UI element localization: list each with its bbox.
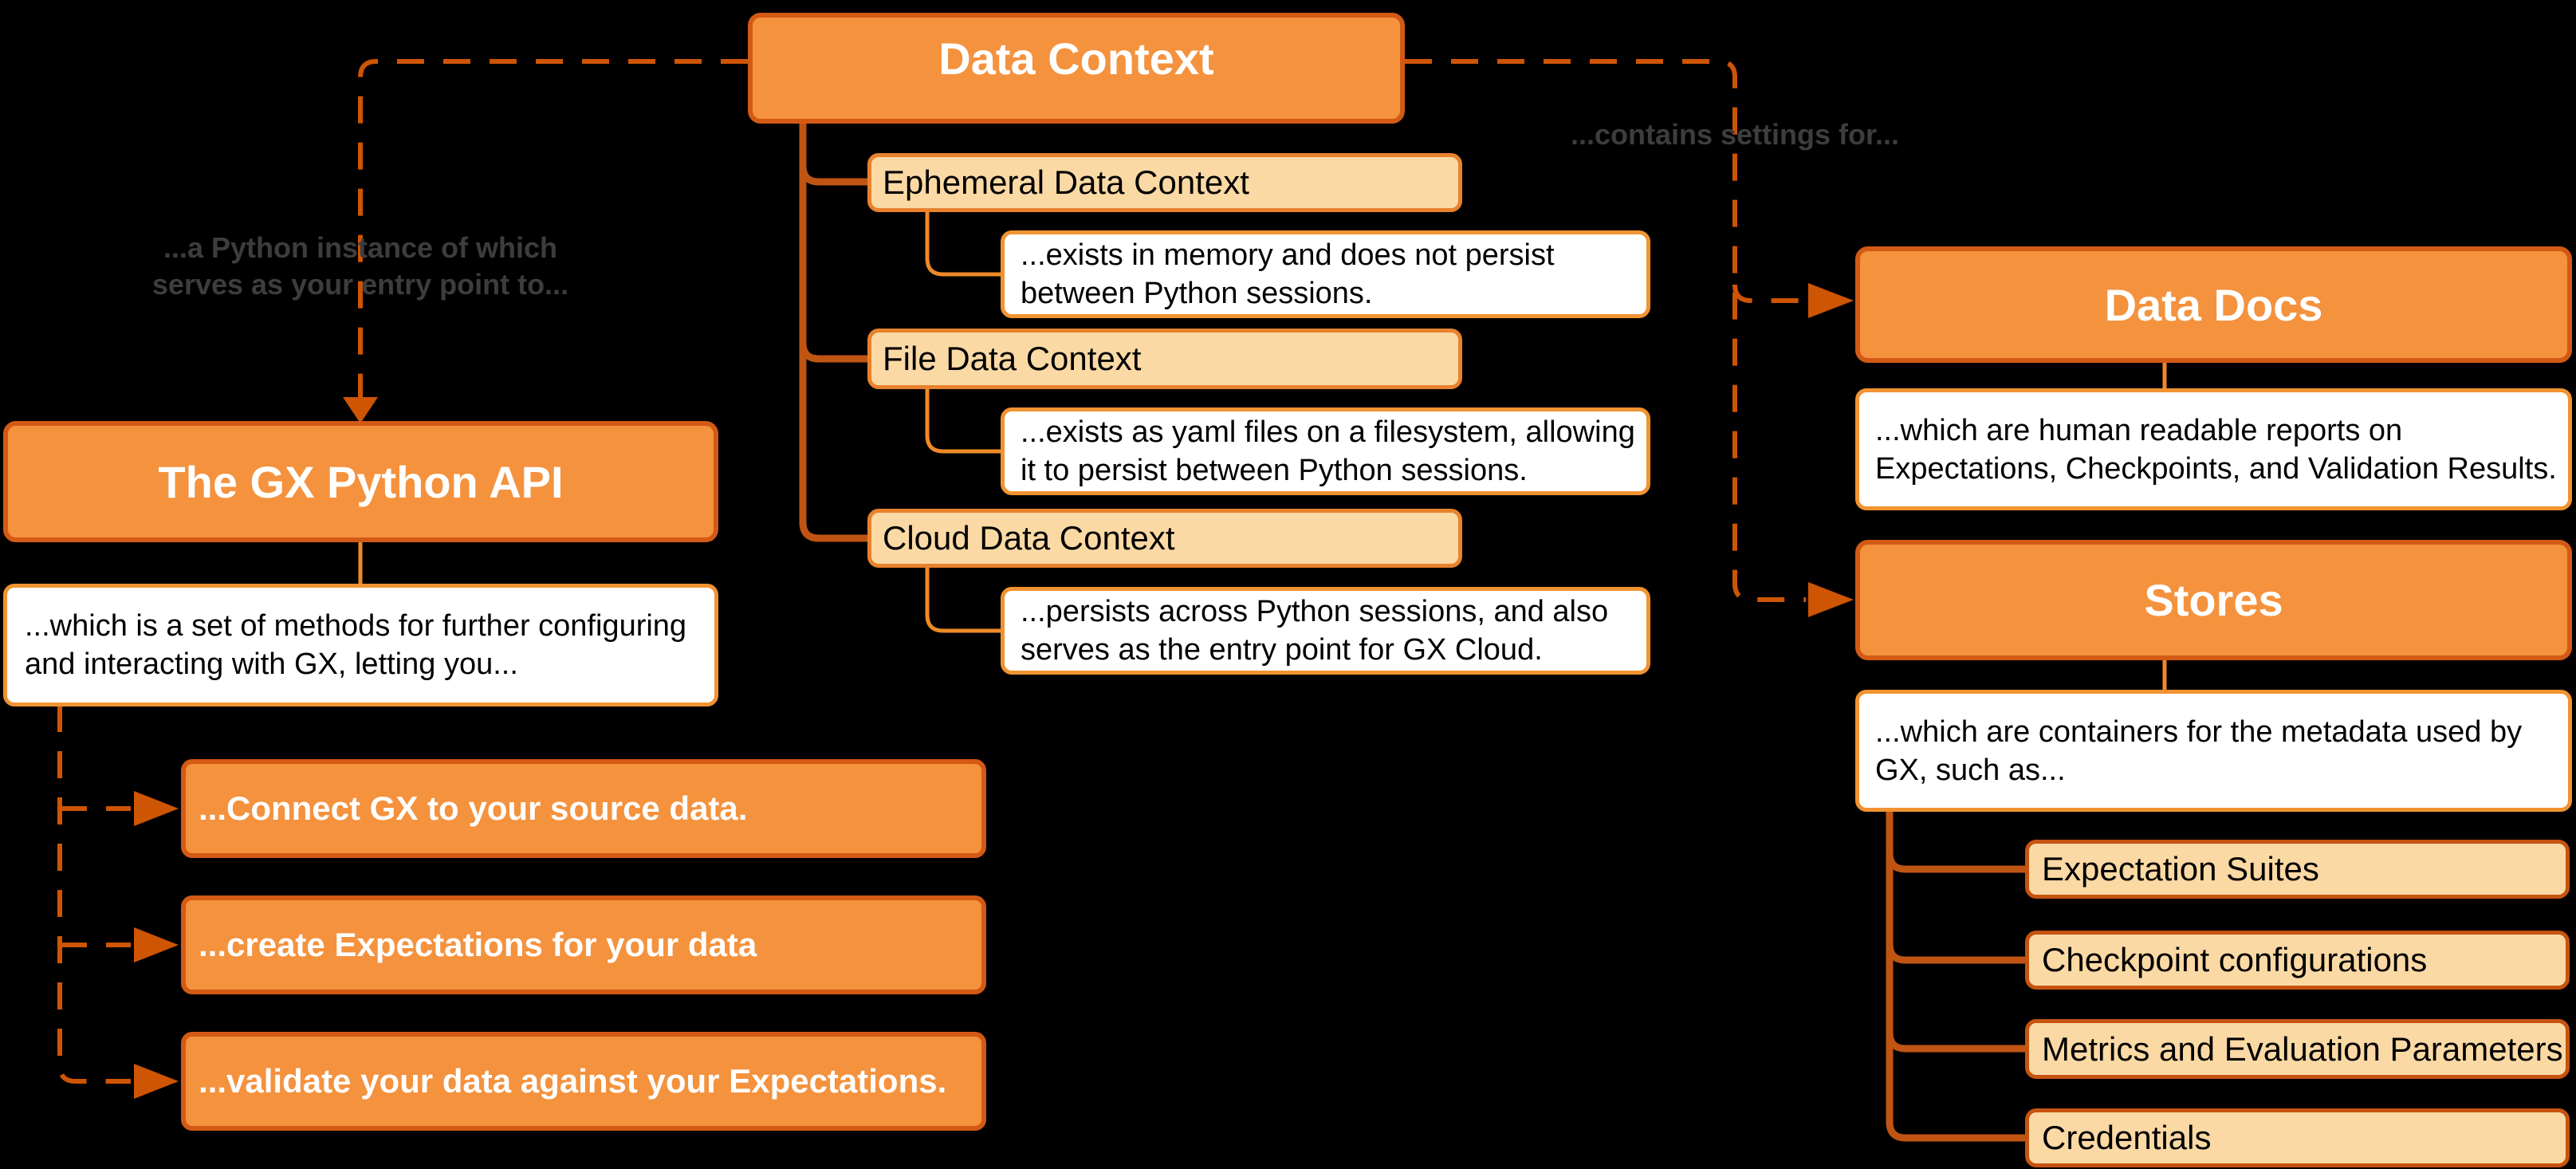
context-description-file: ...exists as yaml files on a filesystem,… [1001, 407, 1650, 495]
action-box-create-expectations: ...create Expectations for your data [181, 895, 986, 994]
stores-description: ...which are containers for the metadata… [1855, 690, 2572, 812]
edge-ephemeral-to-desc [925, 212, 1001, 277]
gx-api-description: ...which is a set of methods for further… [3, 584, 718, 707]
node-gx-python-api: The GX Python API [3, 421, 718, 542]
arrowhead-stores [1808, 582, 1854, 617]
arrowhead-action-1 [134, 791, 179, 826]
action-box-validate: ...validate your data against your Expec… [181, 1032, 986, 1131]
edge-branch-file [799, 342, 867, 363]
context-box-cloud: Cloud Data Context [867, 509, 1462, 568]
node-stores: Stores [1855, 540, 2572, 660]
edge-cloud-to-desc [925, 568, 1001, 633]
context-box-file: File Data Context [867, 329, 1462, 389]
context-description-ephemeral: ...exists in memory and does not persist… [1001, 230, 1650, 318]
edge-trunk-contexts [799, 124, 867, 542]
store-item-credentials: Credentials [2025, 1108, 2570, 1167]
edge-branch-item-1 [1886, 852, 2025, 873]
edge-branch-item-2 [1886, 943, 2025, 964]
store-item-expectation-suites: Expectation Suites [2025, 840, 2570, 899]
node-data-context: Data Context [748, 13, 1405, 124]
edge-branch-to-datadocs [1732, 284, 1806, 303]
arrowhead-gxapi [343, 397, 378, 423]
edge-gxdesc-to-actions [57, 705, 131, 1084]
edge-branch-ephemeral [799, 165, 867, 186]
store-item-checkpoint-configurations: Checkpoint configurations [2025, 931, 2570, 990]
node-data-docs: Data Docs [1855, 246, 2572, 363]
action-box-connect: ...Connect GX to your source data. [181, 759, 986, 858]
edge-trunk-store-items [1886, 812, 2025, 1142]
edge-label-contains-settings: ...contains settings for... [1570, 118, 1900, 151]
store-item-metrics-evaluation-parameters: Metrics and Evaluation Parameters [2025, 1019, 2570, 1079]
context-box-ephemeral: Ephemeral Data Context [867, 153, 1462, 212]
context-description-cloud: ...persists across Python sessions, and … [1001, 587, 1650, 675]
edge-file-to-desc [925, 389, 1001, 454]
arrowhead-datadocs [1808, 283, 1854, 318]
edge-datacontext-to-gxapi [358, 59, 748, 399]
edge-branch-item-3 [1886, 1032, 2025, 1053]
arrowhead-action-2 [134, 927, 179, 962]
arrowhead-action-3 [134, 1064, 179, 1099]
